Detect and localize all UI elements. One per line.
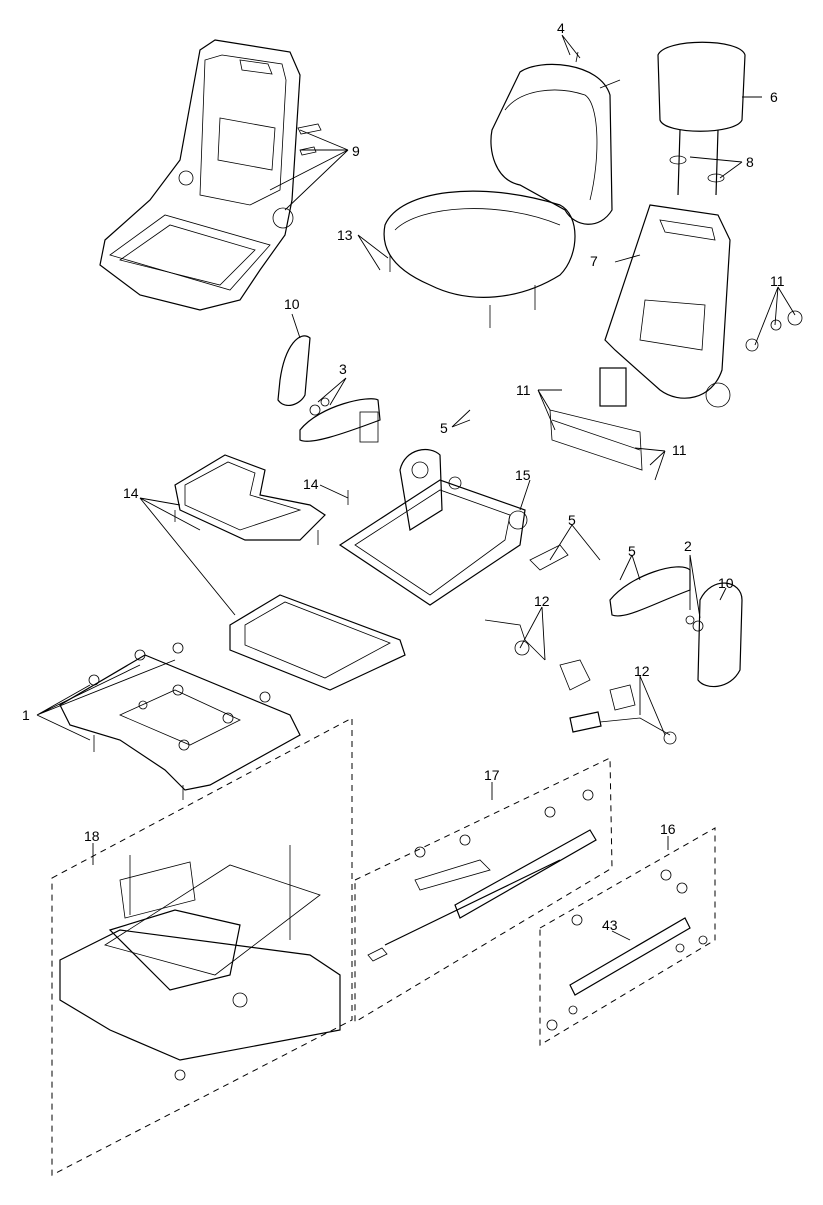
callout-11-right: 11 <box>770 273 785 289</box>
seat-pan-frame <box>338 448 569 606</box>
seat-cushion-assembly <box>383 51 621 328</box>
callout-17: 17 <box>484 767 500 783</box>
backrest-frame-assembly <box>549 41 803 471</box>
base-plate <box>59 642 301 800</box>
callout-43: 43 <box>602 917 618 933</box>
seat-belt-parts <box>484 619 677 745</box>
suspension-assembly <box>51 717 353 1176</box>
callout-5-top: 5 <box>440 420 448 436</box>
callout-8: 8 <box>746 154 754 170</box>
callout-9: 9 <box>352 143 360 159</box>
seat-frame-assembly <box>99 39 322 311</box>
callout-2: 2 <box>684 538 692 554</box>
callout-12-upper: 12 <box>534 593 550 609</box>
callout-10-left: 10 <box>284 296 300 312</box>
callout-14: 14 <box>123 485 139 501</box>
callout-5-mid: 5 <box>568 512 576 528</box>
leader-lines <box>36 34 796 941</box>
seat-pan-covers <box>174 454 406 691</box>
callout-4: 4 <box>557 20 565 36</box>
callout-6: 6 <box>770 89 778 105</box>
callout-3: 3 <box>339 361 347 377</box>
callout-16: 16 <box>660 821 676 837</box>
callout-1: 1 <box>22 707 30 723</box>
slide-rail-right <box>539 827 716 1046</box>
callout-11-lower: 11 <box>672 442 687 458</box>
callout-10-right: 10 <box>718 575 734 591</box>
callout-14-small: 14 <box>303 476 319 492</box>
callout-labels: 4 6 8 9 13 7 11 10 3 11 5 11 15 14 14 5 … <box>22 20 785 933</box>
slide-rail-left <box>354 757 613 1023</box>
callout-11-mid: 11 <box>516 382 531 398</box>
armrest-parts <box>277 335 743 688</box>
callout-18: 18 <box>84 828 100 844</box>
callout-13: 13 <box>337 227 353 243</box>
callout-7: 7 <box>590 253 598 269</box>
callout-5-right: 5 <box>628 543 636 559</box>
callout-15: 15 <box>515 467 531 483</box>
callout-12-lower: 12 <box>634 663 650 679</box>
